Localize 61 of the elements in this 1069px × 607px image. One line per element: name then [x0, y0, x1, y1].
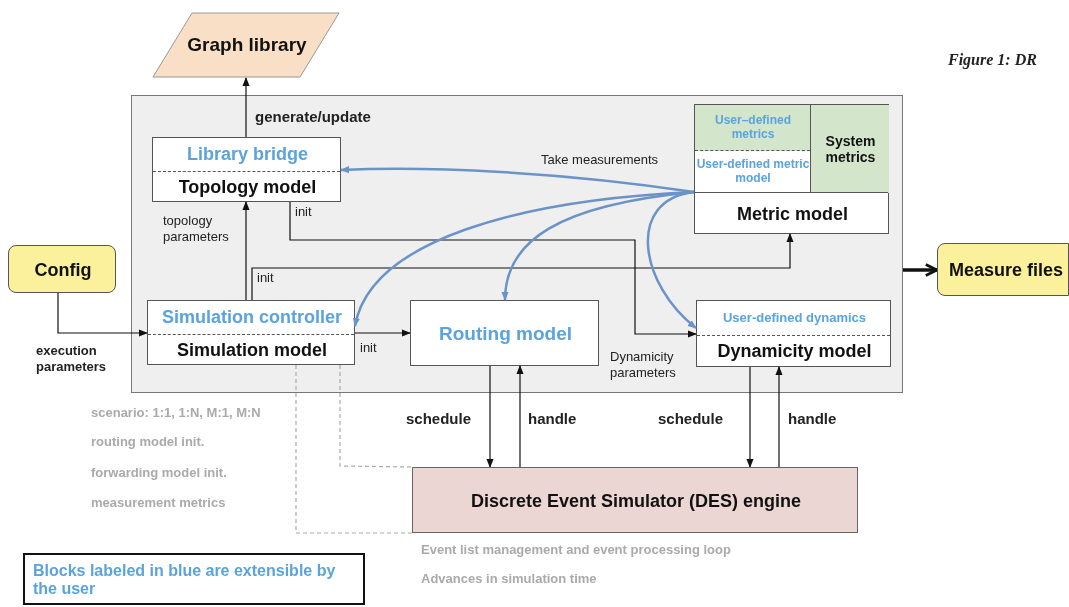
node-text: Routing model [438, 322, 573, 347]
node-text: Simulation controller [161, 306, 343, 330]
output-box [937, 243, 1069, 296]
data-parallelogram [152, 12, 340, 78]
model-box [147, 300, 355, 365]
edge-label: init [360, 340, 377, 356]
node-text: User–defined metrics [714, 111, 792, 143]
model-box [696, 300, 891, 367]
note-text: routing model init. [91, 434, 205, 450]
edge-label: handle [788, 410, 837, 428]
node-text: Discrete Event Simulator (DES) engine [469, 489, 803, 513]
model-box [410, 300, 599, 366]
edge-label: schedule [406, 410, 472, 428]
edge-label: topology parameters [163, 213, 230, 245]
edge-label: Take measurements [541, 152, 659, 168]
arrow [646, 190, 697, 329]
arrow [242, 201, 250, 301]
node-text: Graph library [186, 33, 308, 58]
edge-label: schedule [658, 410, 724, 428]
node-text: Blocks labeled in blue are extensible by the user [33, 560, 337, 599]
arrow [516, 365, 524, 468]
node-text: Measure files [947, 259, 1065, 283]
edge-label: handle [528, 410, 577, 428]
figure-caption: Figure 1: DR [948, 51, 1037, 69]
node-text: Config [33, 258, 93, 282]
arrow [354, 329, 411, 337]
arrow [486, 365, 494, 468]
node-text: Dynamicity model [716, 340, 873, 364]
arrow [251, 233, 794, 301]
engine-box [412, 467, 858, 533]
edge-label: execution parameters [36, 343, 108, 375]
model-box [694, 104, 889, 234]
edge-label: generate/update [255, 108, 371, 126]
parameter-label: Dynamicity parameters [610, 349, 677, 381]
note-box [23, 553, 365, 605]
node-text: Simulation model [176, 338, 328, 362]
node-text: Library bridge [186, 143, 309, 167]
dashed-connector [339, 364, 413, 468]
note-text: forwarding model init. [91, 465, 227, 481]
arrow [242, 77, 250, 138]
arrow [746, 366, 754, 468]
dashed-connector [295, 364, 413, 534]
arrow [340, 166, 695, 194]
model-box [152, 137, 341, 202]
note-text: Advances in simulation time [421, 571, 597, 587]
node-text: System metrics [824, 131, 877, 167]
note-text: Event list management and event processing loop [421, 542, 731, 558]
node-text: Metric model [736, 202, 849, 226]
arrow [289, 201, 697, 338]
arrow [57, 292, 148, 337]
edge-label: init [295, 204, 312, 220]
edge-label: init [257, 270, 274, 286]
arrow [903, 263, 939, 277]
node-text: User-defined metric model [695, 156, 811, 187]
input-box [8, 245, 116, 293]
note-text: measurement metrics [91, 495, 226, 511]
node-text: Topology model [177, 175, 318, 199]
arrow [775, 366, 783, 468]
system-panel [131, 95, 903, 393]
node-text: User-defined dynamics [721, 308, 867, 327]
note-text: scenario: 1:1, 1:N, M:1, M:N [91, 405, 261, 421]
